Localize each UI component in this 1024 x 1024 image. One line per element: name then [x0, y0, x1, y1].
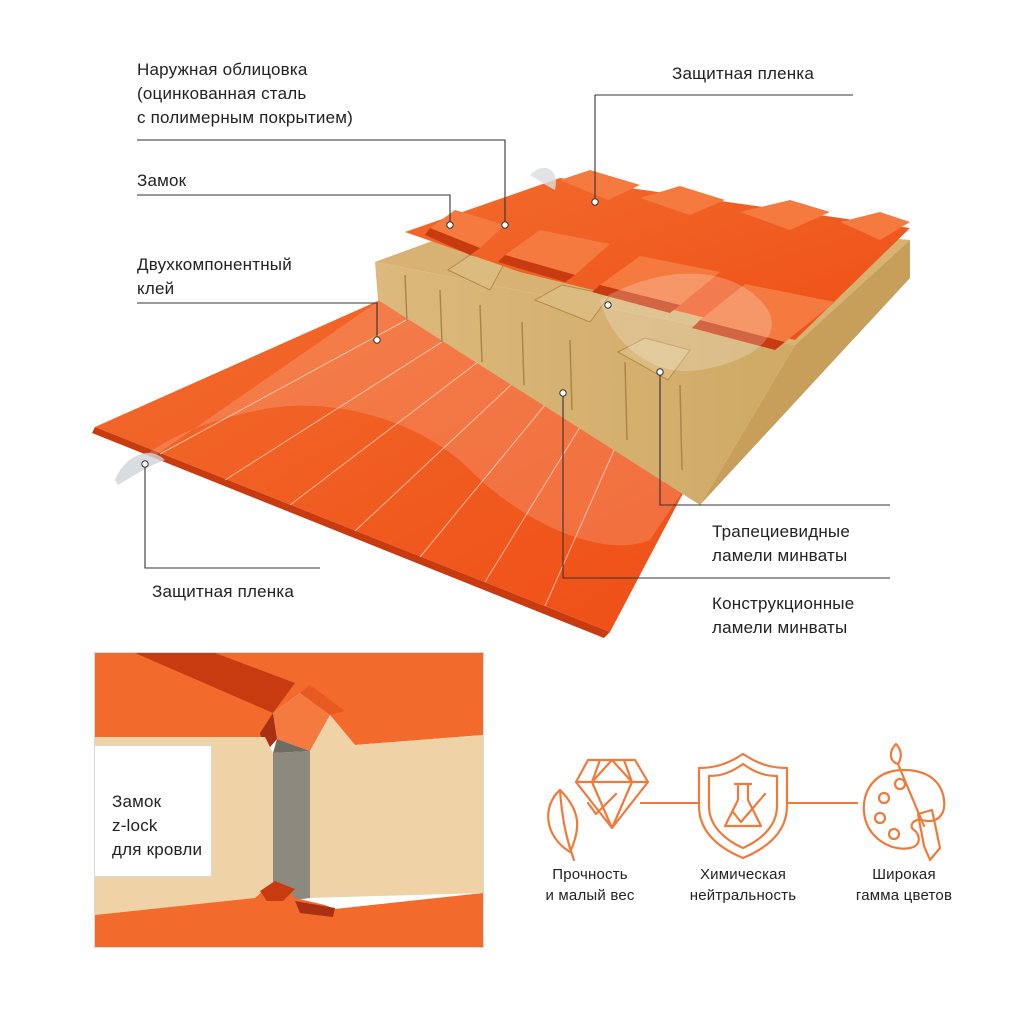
label-protective-film-top: Защитная пленка [672, 64, 814, 83]
palette-brush-icon [862, 742, 946, 862]
label-outer-facing: Наружная облицовка (оцинкованная сталь с… [137, 60, 353, 127]
bottom-sheet-grooves [159, 317, 616, 607]
feature-colors-text: Широкая гамма цветов [855, 866, 953, 904]
top-protective-film [600, 273, 772, 372]
label-adhesive: Двухкомпонентный клей [137, 255, 292, 298]
diamond-feather-icon [547, 758, 650, 862]
z-lock-inset: Замок z-lock для кровли [94, 652, 484, 948]
feature-strength-text: Прочность и малый вес [545, 866, 635, 904]
z-lock-caption: Замок z-lock для кровли [112, 792, 203, 859]
shield-flask-icon [697, 752, 789, 860]
bottom-protective-film [120, 300, 690, 546]
bottom-sheet-edge [92, 427, 610, 638]
feature-strength: Прочность и малый вес [515, 748, 665, 906]
feature-chemical: Химическая нейтральность [668, 748, 818, 906]
leader-dots [141, 198, 664, 468]
label-trapezoid-lamellae: Трапециевидные ламели минваты [712, 522, 850, 565]
z-lock-caption-box: Замок z-lock для кровли [95, 745, 212, 877]
label-lock: Замок [137, 171, 187, 190]
feature-chemical-text: Химическая нейтральность [689, 866, 797, 904]
wool-lamella-joints [404, 274, 683, 471]
bottom-steel-sheet [95, 300, 690, 632]
feature-colors: Широкая гамма цветов [829, 740, 979, 906]
sandwich-panel-diagram [92, 94, 910, 638]
top-sheet-ribs [425, 170, 910, 350]
mineral-wool-side [700, 240, 910, 505]
label-structural-lamellae: Конструкционные ламели минваты [712, 594, 855, 637]
label-protective-film-bottom: Защитная пленка [152, 582, 294, 601]
leader-lines [137, 94, 890, 579]
